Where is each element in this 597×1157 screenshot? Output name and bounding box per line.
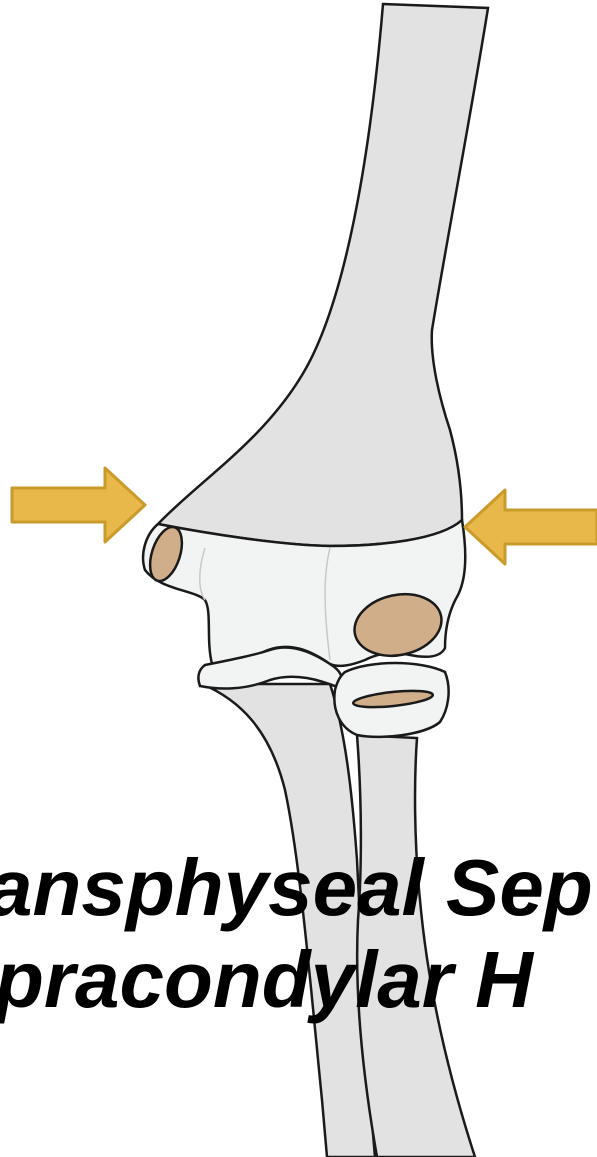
arrow-left-icon: [465, 490, 597, 564]
humerus-shaft: [158, 4, 488, 546]
caption-line-2: pracondylar H: [0, 935, 535, 1024]
arrow-right-icon: [12, 468, 145, 542]
caption-line-1: ansphyseal Sep: [0, 843, 593, 932]
